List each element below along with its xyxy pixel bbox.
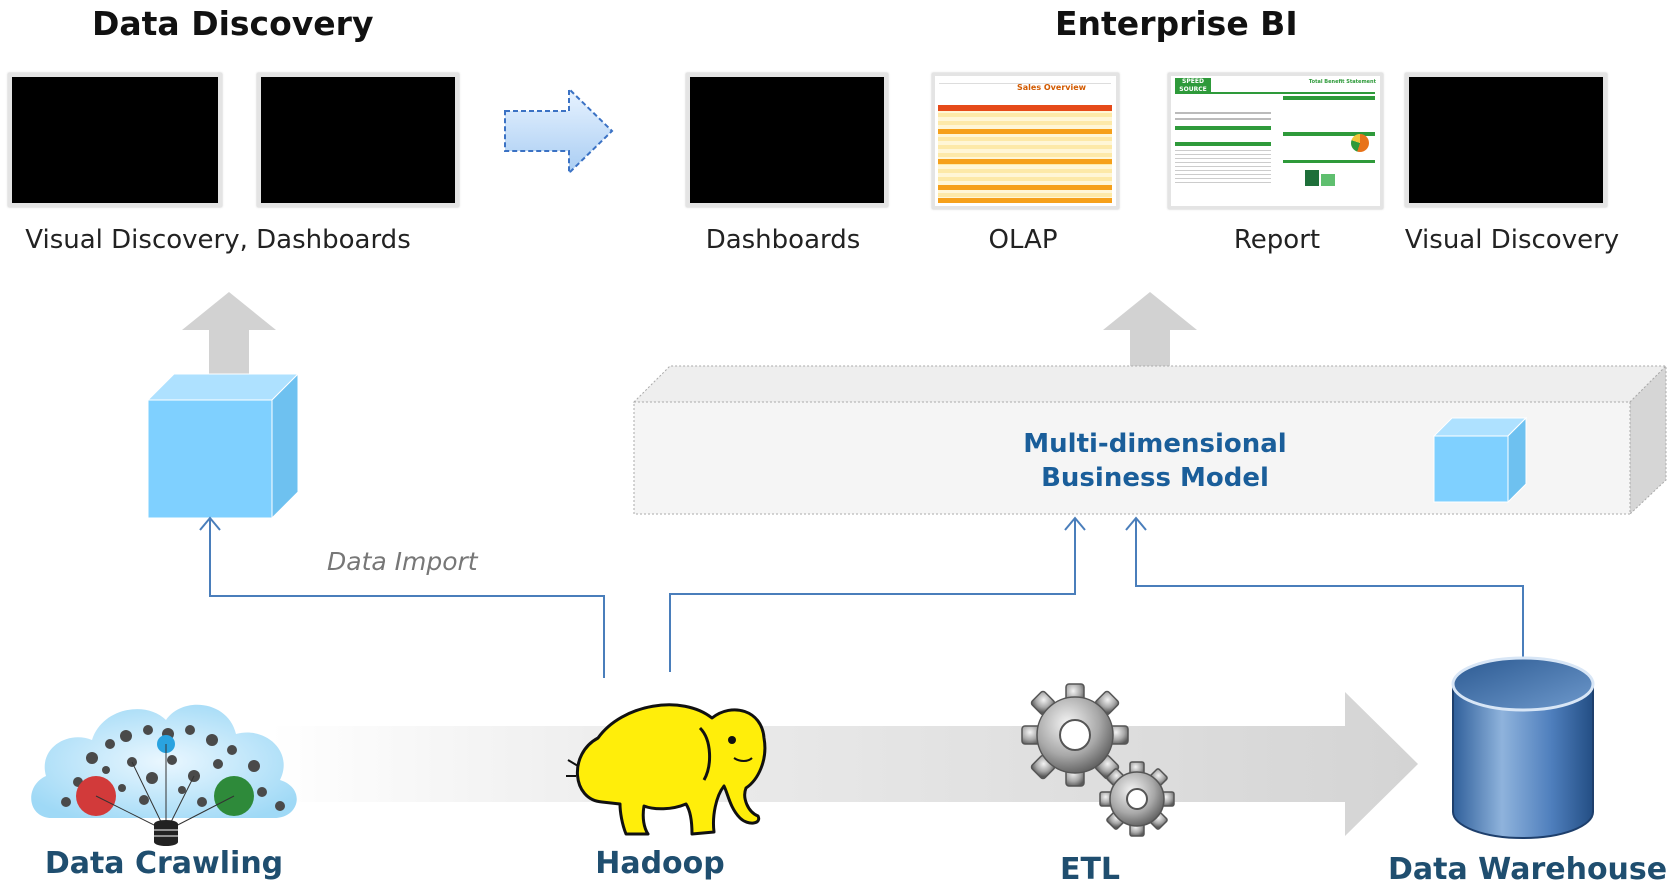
- olap-title: Sales Overview: [1017, 83, 1087, 92]
- large-gear: [1021, 683, 1129, 787]
- olap-toolbar: [939, 78, 1111, 84]
- small-gear: [1099, 761, 1175, 837]
- label-data-warehouse: Data Warehouse: [1388, 852, 1668, 887]
- report-thumbnail: SPEED SOURCE Total Benefit Statement: [1168, 73, 1383, 209]
- data-warehouse-cylinder-icon: [1451, 656, 1595, 839]
- report-logo: SPEED SOURCE: [1175, 78, 1211, 94]
- database-icon: [154, 820, 178, 846]
- caption-visual-discovery: Visual Discovery: [1404, 225, 1620, 255]
- transition-arrow: [504, 86, 614, 176]
- label-etl: ETL: [1059, 852, 1121, 887]
- business-model-title: Multi-dimensional Business Model: [1005, 427, 1305, 495]
- business-model-line2: Business Model: [1041, 463, 1269, 493]
- line-hadoop-to-discovery-cube: [209, 518, 605, 678]
- report-title: Total Benefit Statement: [1308, 79, 1376, 85]
- caption-report: Report: [1233, 225, 1321, 255]
- up-arrow-bi: [1103, 292, 1197, 368]
- business-model-cube: [1432, 416, 1528, 504]
- caption-visual-discovery-dashboards: Visual Discovery, Dashboards: [25, 225, 411, 255]
- caption-olap: OLAP: [988, 225, 1058, 255]
- data-discovery-cube: [146, 372, 300, 520]
- olap-table: [938, 105, 1112, 203]
- business-model-line1: Multi-dimensional: [1023, 429, 1287, 459]
- data-import-label: Data Import: [327, 547, 478, 576]
- line-hadoop-to-model: [669, 518, 1076, 672]
- label-data-crawling: Data Crawling: [44, 846, 284, 881]
- up-arrow-discovery: [182, 292, 276, 374]
- bi-visual-discovery-screen: [1405, 73, 1607, 207]
- data-crawling-cloud-icon: [31, 704, 297, 846]
- etl-gears-icon: [1021, 683, 1175, 837]
- hadoop-elephant-icon: [566, 703, 767, 836]
- connector-lines: [199, 516, 1524, 678]
- visual-discovery-screen: [8, 73, 222, 207]
- bi-dashboards-screen: [686, 73, 888, 207]
- dashboards-screen: [257, 73, 459, 207]
- data-discovery-heading: Data Discovery: [92, 4, 374, 43]
- caption-dashboards: Dashboards: [705, 225, 861, 255]
- label-hadoop: Hadoop: [595, 846, 725, 881]
- data-flow-arrow: [270, 692, 1418, 836]
- enterprise-bi-heading: Enterprise BI: [1055, 4, 1298, 43]
- line-warehouse-to-model: [1135, 518, 1524, 660]
- olap-thumbnail: Sales Overview: [932, 73, 1119, 209]
